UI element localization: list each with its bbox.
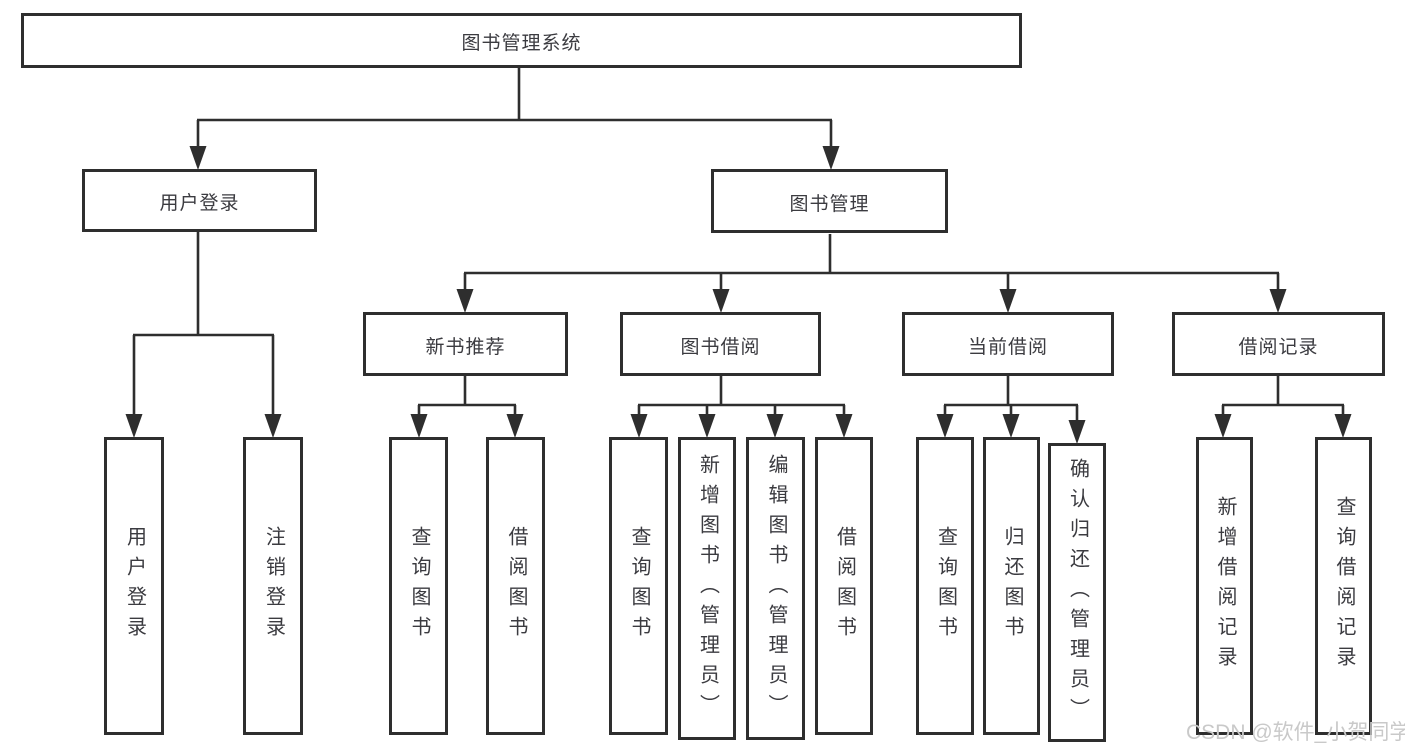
leaf-label: 归还图书 bbox=[1001, 526, 1023, 646]
leaf-label: 查询图书 bbox=[934, 526, 957, 646]
connector-user-login bbox=[132, 232, 275, 420]
arrowhead-icon bbox=[630, 414, 648, 438]
node-borrow-records: 借阅记录 bbox=[1172, 312, 1385, 376]
connector-root bbox=[196, 68, 833, 152]
connector-borrow-records bbox=[1221, 376, 1345, 420]
node-label: 图书借阅 bbox=[680, 336, 761, 358]
arrowhead-icon bbox=[712, 289, 730, 313]
leaf-return-book: 归还图书 bbox=[983, 437, 1040, 735]
csdn-watermark: CSDN @软件_小贺同学 bbox=[1186, 721, 1405, 744]
arrowhead-icon bbox=[698, 414, 716, 438]
node-label: 借阅记录 bbox=[1238, 336, 1319, 358]
leaf-label: 用户登录 bbox=[123, 526, 146, 646]
leaf-user-login: 用户登录 bbox=[104, 437, 164, 735]
arrowhead-icon bbox=[766, 414, 784, 438]
connector-group bbox=[132, 68, 1345, 426]
leaf-confirm-return-admin: 确认归还（管理员） bbox=[1048, 443, 1106, 742]
leaf-label: 查询图书 bbox=[408, 526, 430, 646]
connector-book-borrow bbox=[637, 376, 846, 420]
arrowhead-icon bbox=[125, 414, 143, 438]
arrowhead-icon bbox=[456, 289, 474, 313]
arrowhead-icon bbox=[1334, 414, 1352, 438]
leaf-label: 确认归还（管理员） bbox=[1066, 457, 1089, 728]
node-book-management: 图书管理 bbox=[711, 169, 948, 233]
node-library-system: 图书管理系统 bbox=[21, 13, 1022, 68]
leaf-query-books: 查询图书 bbox=[916, 437, 974, 735]
arrowhead-icon bbox=[835, 414, 853, 438]
arrowhead-icon bbox=[189, 146, 207, 170]
arrowhead-icon bbox=[999, 289, 1017, 313]
node-new-book-recommend: 新书推荐 bbox=[363, 312, 568, 376]
arrowhead-icon bbox=[1214, 414, 1232, 438]
leaf-label: 新增图书（管理员） bbox=[696, 453, 719, 724]
leaf-logout: 注销登录 bbox=[243, 437, 303, 735]
node-book-borrow: 图书借阅 bbox=[620, 312, 821, 376]
leaf-label: 查询图书 bbox=[628, 526, 650, 646]
node-label: 图书管理 bbox=[789, 193, 870, 215]
leaf-add-book-admin: 新增图书（管理员） bbox=[678, 437, 736, 740]
arrowheads-group bbox=[125, 146, 1352, 444]
leaf-borrow-books: 借阅图书 bbox=[486, 437, 545, 735]
leaf-edit-book-admin: 编辑图书（管理员） bbox=[746, 437, 805, 740]
arrowhead-icon bbox=[264, 414, 282, 438]
leaf-label: 注销登录 bbox=[262, 526, 285, 646]
node-current-borrow: 当前借阅 bbox=[902, 312, 1114, 376]
node-label: 当前借阅 bbox=[967, 336, 1048, 358]
connector-book-management bbox=[463, 234, 1280, 295]
leaf-query-books: 查询图书 bbox=[389, 437, 448, 735]
leaf-label: 新增借阅记录 bbox=[1214, 496, 1236, 676]
leaf-add-borrow-record: 新增借阅记录 bbox=[1196, 437, 1253, 735]
connector-new-book-recommend bbox=[417, 376, 517, 420]
leaf-label: 编辑图书（管理员） bbox=[765, 453, 787, 724]
node-label: 新书推荐 bbox=[425, 336, 506, 358]
arrowhead-icon bbox=[1068, 420, 1086, 444]
node-label: 用户登录 bbox=[159, 193, 240, 214]
leaf-query-books: 查询图书 bbox=[609, 437, 668, 735]
arrowhead-icon bbox=[822, 146, 840, 170]
leaf-borrow-books: 借阅图书 bbox=[815, 437, 873, 735]
connector-current-borrow bbox=[943, 376, 1079, 426]
node-label: 图书管理系统 bbox=[461, 33, 582, 54]
arrowhead-icon bbox=[410, 414, 428, 438]
leaf-label: 借阅图书 bbox=[505, 526, 527, 646]
arrowhead-icon bbox=[936, 414, 954, 438]
leaf-query-borrow-record: 查询借阅记录 bbox=[1315, 437, 1372, 735]
arrowhead-icon bbox=[1002, 414, 1020, 438]
leaf-label: 查询借阅记录 bbox=[1333, 496, 1355, 676]
node-user-login: 用户登录 bbox=[82, 169, 317, 232]
arrowhead-icon bbox=[506, 414, 524, 438]
leaf-label: 借阅图书 bbox=[833, 526, 856, 646]
arrowhead-icon bbox=[1269, 289, 1287, 313]
